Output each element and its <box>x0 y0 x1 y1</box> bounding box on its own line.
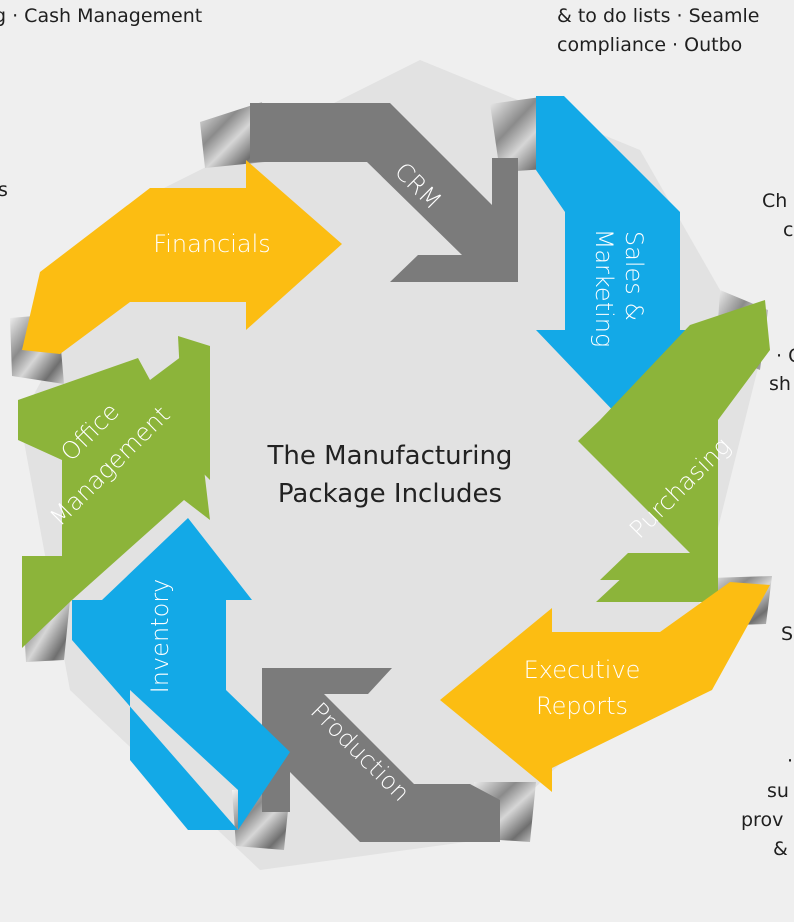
fragment-right-2a: · C <box>776 345 794 367</box>
sales-marketing-label-1: Sales & <box>620 231 648 321</box>
center-title-line-2: Package Includes <box>278 479 502 509</box>
fragment-top-right-2: compliance · Outbo <box>557 34 743 56</box>
fragment-right-4d: & <box>773 838 788 860</box>
office-management-arrow <box>18 350 210 648</box>
office-management-arrow-head <box>178 336 210 480</box>
fold-top <box>200 102 265 168</box>
sales-marketing-label-2: Marketing <box>590 229 618 348</box>
center-title-line-1: The Manufacturing <box>267 441 513 471</box>
fragment-left-1: s <box>0 179 8 201</box>
production-arrow <box>262 668 500 842</box>
fragment-right-4b: su <box>767 780 789 802</box>
fragment-top-right-1: & to do lists · Seamle <box>557 5 760 27</box>
purchasing-arrow <box>578 300 770 580</box>
sales-marketing-arrow <box>536 96 708 420</box>
inventory-label: Inventory <box>146 579 174 694</box>
inventory-arrow-stem <box>72 600 238 830</box>
fragment-top-left: g · Cash Management <box>0 5 203 27</box>
fragment-right-1a: Ch <box>762 190 788 212</box>
fragment-right-3: S <box>781 623 794 645</box>
financials-label: Financials <box>153 230 271 258</box>
executive-reports-arrow <box>440 582 770 792</box>
executive-reports-label-2: Reports <box>536 692 628 720</box>
purchasing-arrow-head <box>596 420 718 602</box>
crm-arrow <box>250 103 518 282</box>
fragment-right-4a: · <box>787 750 794 772</box>
executive-reports-label-1: Executive <box>524 656 641 684</box>
fragment-right-4c: prov <box>741 809 784 831</box>
fragment-right-1b: c <box>783 219 794 241</box>
fragment-right-2b: sh <box>769 373 791 395</box>
financials-arrow <box>22 160 342 354</box>
inventory-arrow <box>102 518 290 830</box>
